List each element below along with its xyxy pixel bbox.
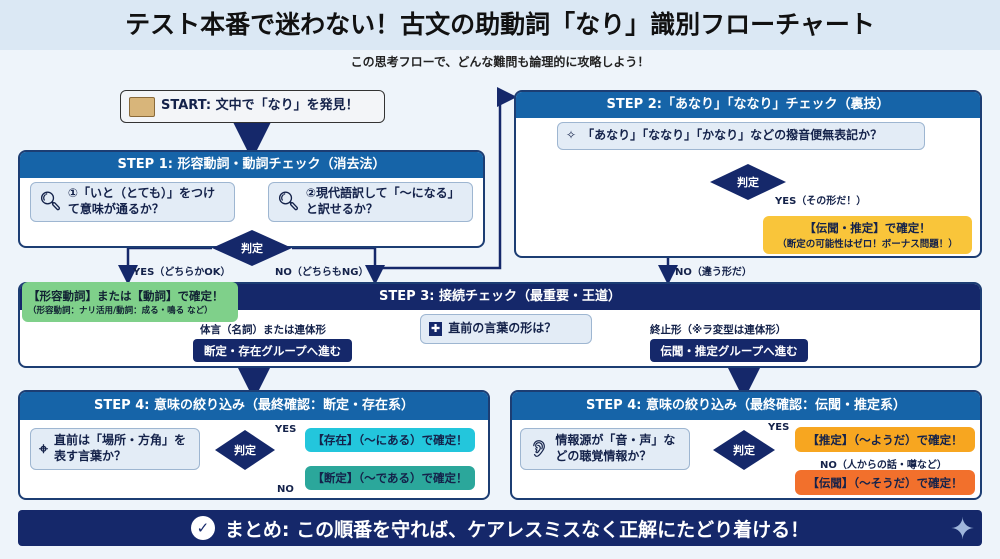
step1-question-1: 🔍︎①「いと（とても）」をつけて意味が通るか？ [30, 182, 235, 222]
page-subtitle: この思考フローで、どんな難問も論理的に攻略しよう！ [350, 55, 650, 69]
step1-result-title: 【形容動詞】または【動詞】で確定！ [28, 289, 224, 303]
step2-header: STEP 2:「あなり」「ななり」チェック（裏技） [516, 92, 980, 118]
start-box: START: 文中で「なり」を発見！ [120, 90, 385, 123]
step3-question: ✚ 直前の言葉の形は？ [420, 314, 592, 344]
step2-result-note: （断定の可能性はゼロ！ボーナス問題！） [777, 239, 958, 250]
magnifier-icon: 🔍︎ [277, 191, 300, 213]
start-label: START: 文中で「なり」を発見！ [161, 98, 359, 114]
step3-right-label: 終止形（※ラ変型は連体形） [650, 324, 787, 336]
step1-q2-text: ②現代語訳して「〜になる」と訳せるか？ [305, 186, 460, 216]
step3-right-button: 伝聞・推定グループへ進む [650, 339, 808, 362]
step2-question-text: 「あなり」「ななり」「かなり」などの撥音便無表記か？ [582, 128, 883, 143]
puzzle-icon: ✚ [429, 321, 443, 337]
step4-left-header: STEP 4: 意味の絞り込み（最終確認：断定・存在系） [20, 392, 488, 420]
sparkle-decoration-icon: ✦ [950, 512, 976, 547]
ear-icon: 👂︎ [529, 438, 550, 458]
step1-result: 【形容動詞】または【動詞】で確定！ （形容動詞：ナリ活用/動詞：成る・鳴る など… [22, 282, 238, 322]
step4-left-no: NO [277, 484, 294, 495]
step4-right-question-text: 情報源が「音・声」などの聴覚情報か？ [555, 433, 676, 463]
step4-right-no: NO（人からの話・噂など） [820, 460, 947, 471]
step1-q1-text: ①「いと（とても）」をつけて意味が通るか？ [67, 186, 216, 216]
scroll-icon [129, 96, 155, 117]
step1-header: STEP 1: 形容動詞・動詞チェック（消去法） [20, 152, 483, 178]
step4-right-header: STEP 4: 意味の絞り込み（最終確認：伝聞・推定系） [512, 392, 980, 420]
step4-left-yes-result: 【存在】（〜にある）で確定！ [305, 428, 475, 452]
step2-result-title: 【伝聞・推定】で確定！ [804, 221, 931, 235]
step4-right-yes-result: 【推定】（〜ようだ）で確定！ [795, 427, 975, 452]
step3-question-text: 直前の言葉の形は？ [448, 321, 557, 336]
step4-right-yes: YES [768, 422, 790, 433]
sparkle-icon: ✧ [566, 128, 577, 143]
step1-no-label: NO（どちらもNG） [275, 267, 369, 278]
summary-text: まとめ: この順番を守れば、ケアレスミスなく正解にたどり着ける！ [224, 518, 810, 541]
step4-left-no-result: 【断定】（〜である）で確定！ [305, 466, 475, 490]
page-title: テスト本番で迷わない！古文の助動詞「なり」識別フローチャート [0, 0, 1000, 50]
step4-right-no-result: 【伝聞】（〜そうだ）で確定！ [795, 470, 975, 495]
location-pin-icon: ⌖ [39, 438, 49, 458]
step1-yes-label: YES（どちらかOK） [133, 267, 231, 278]
step2-result: 【伝聞・推定】で確定！ （断定の可能性はゼロ！ボーナス問題！） [763, 216, 972, 254]
step3-left-button: 断定・存在グループへ進む [193, 339, 352, 362]
magnifier-icon: 🔍︎ [39, 191, 62, 213]
step1-result-note: （形容動詞：ナリ活用/動詞：成る・鳴る など） [28, 306, 213, 316]
check-circle-icon: ✓ [190, 516, 215, 540]
step2-question: ✧ 「あなり」「ななり」「かなり」などの撥音便無表記か？ [557, 122, 925, 150]
step3-left-label: 体言（名詞）または連体形 [200, 324, 326, 336]
step4-left-question-text: 直前は「場所・方角」を表す言葉か？ [54, 433, 187, 463]
step2-no-label: NO（違う形だ） [675, 267, 752, 278]
step1-question-2: 🔍︎②現代語訳して「〜になる」と訳せるか？ [268, 182, 473, 222]
step4-left-question: ⌖直前は「場所・方角」を表す言葉か？ [30, 428, 200, 470]
step4-right-question: 👂︎情報源が「音・声」などの聴覚情報か？ [520, 428, 690, 470]
step4-left-yes: YES [275, 424, 297, 435]
summary-bar: ✓ まとめ: この順番を守れば、ケアレスミスなく正解にたどり着ける！ [18, 510, 982, 546]
step2-yes-label: YES（その形だ！） [775, 196, 867, 207]
